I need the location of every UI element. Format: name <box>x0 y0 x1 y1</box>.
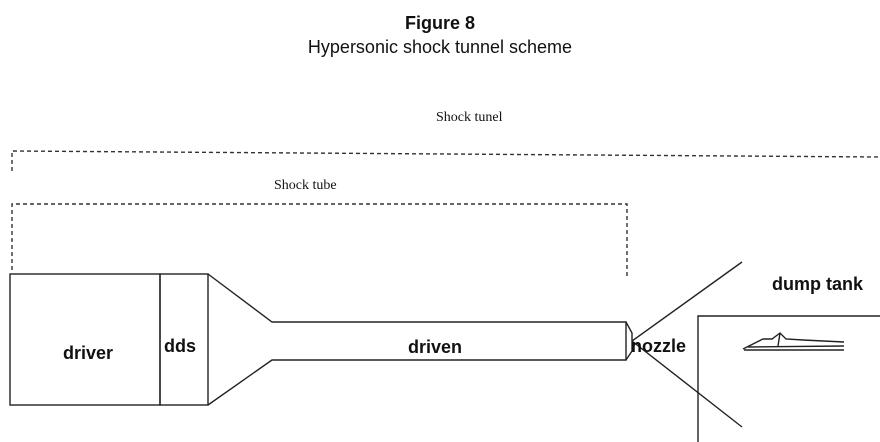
shock-tube-bracket <box>11 203 628 278</box>
nozzle-label: nozzle <box>631 336 686 356</box>
driver-label: driver <box>63 343 113 363</box>
shock-tunnel-label: Shock tunel <box>436 110 503 125</box>
nozzle-throat <box>625 321 633 361</box>
dump-tank-wall <box>697 315 880 442</box>
driver-section <box>9 273 161 406</box>
figure-title: Hypersonic shock tunnel scheme <box>307 37 573 57</box>
dds-section <box>159 273 209 406</box>
nozzle-upper-wall <box>631 261 743 342</box>
driven-label: driven <box>408 337 462 357</box>
driven-section <box>207 273 627 406</box>
shock-tunnel-bracket <box>11 150 880 171</box>
dump-tank-label: dump tank <box>772 274 864 294</box>
figure-label: Figure 8 <box>404 13 475 33</box>
dds-label: dds <box>164 336 196 356</box>
test-model-icon <box>742 332 845 351</box>
nozzle-lower-wall <box>631 340 743 428</box>
shock-tube-label: Shock tube <box>274 178 337 193</box>
